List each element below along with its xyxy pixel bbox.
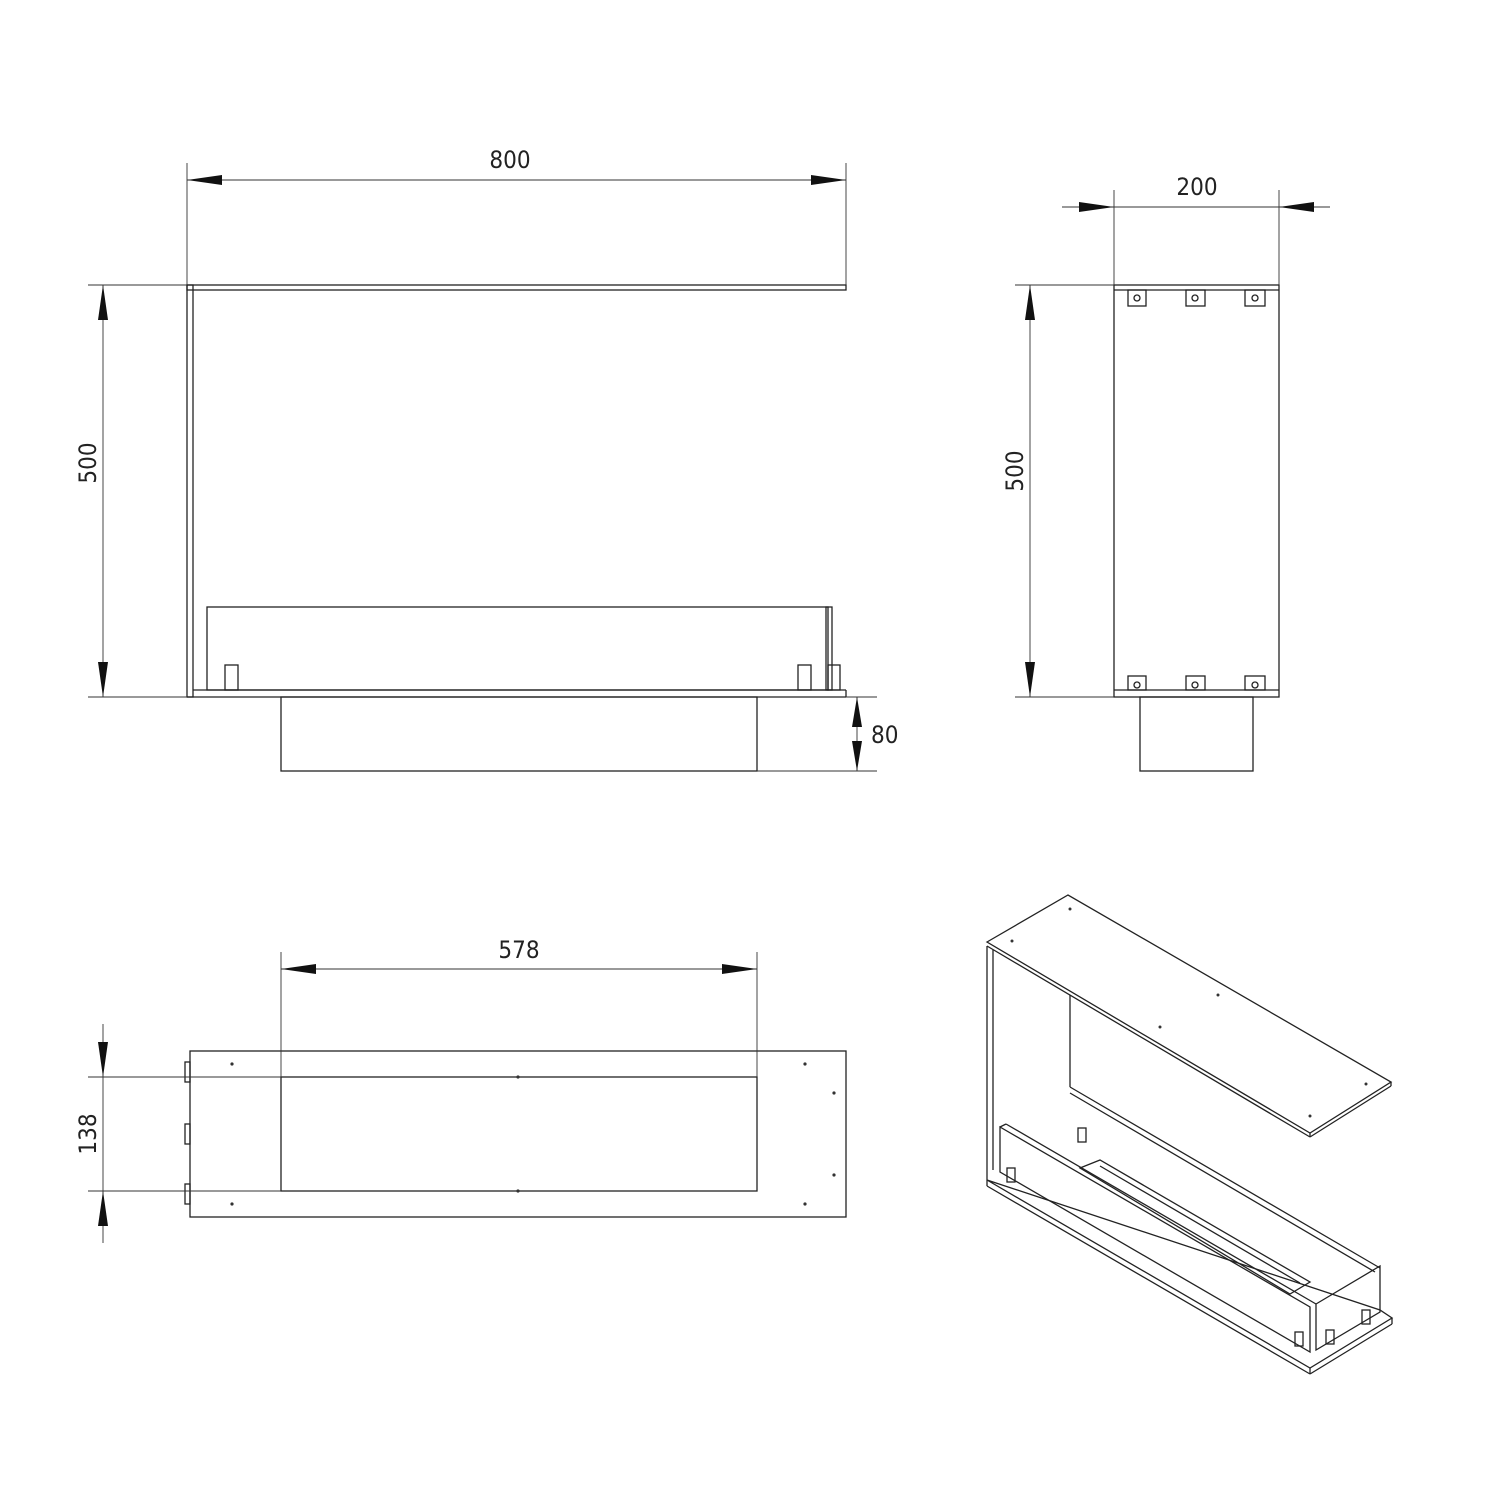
front-view: 800 500 80 <box>74 146 898 772</box>
dim-height: 500 <box>74 442 102 483</box>
dim-side-height: 500 <box>1001 450 1029 491</box>
isometric-view <box>985 894 1394 1375</box>
dim-burner-depth: 80 <box>871 721 898 749</box>
top-view: 578 138 <box>74 936 847 1243</box>
left-wall <box>186 284 194 698</box>
top-plate-exploded <box>985 894 1393 1134</box>
top-plate <box>186 284 847 291</box>
dim-opening-length: 578 <box>498 936 539 964</box>
mounting-brackets <box>1127 289 1266 691</box>
dim-width: 800 <box>489 146 530 174</box>
burner-opening <box>280 1076 758 1192</box>
dim-depth: 200 <box>1176 173 1217 201</box>
tab <box>224 664 239 691</box>
burner-box <box>280 696 758 772</box>
side-view: 200 500 <box>1001 173 1330 772</box>
dim-opening-width: 138 <box>74 1113 102 1154</box>
glass-panel <box>206 606 829 691</box>
tab <box>797 664 812 691</box>
